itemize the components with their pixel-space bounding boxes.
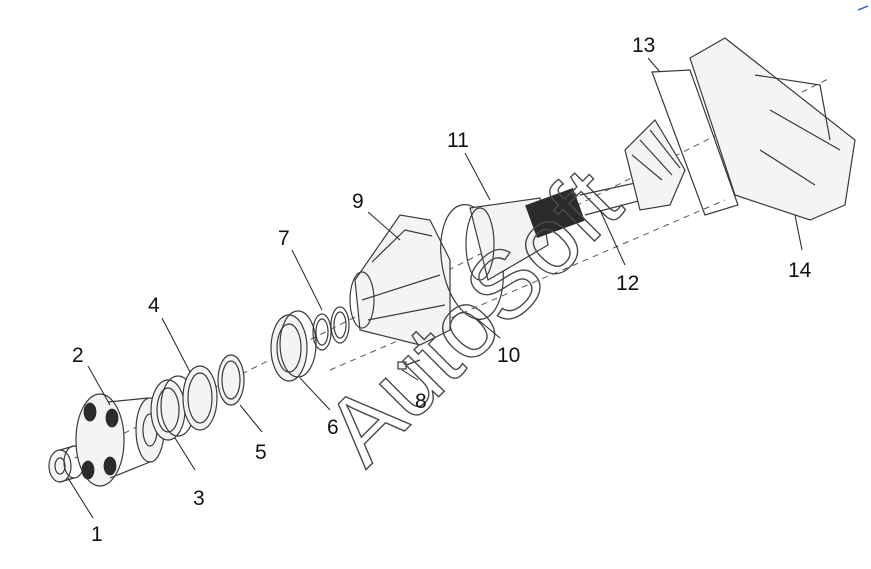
part-1-nut [48,445,85,483]
part-4-ring [182,365,218,431]
part-14-housing [689,37,856,221]
callout-12: 12 [616,272,639,295]
callout-9: 9 [352,190,364,213]
callout-5: 5 [255,441,267,464]
part-7-washers [312,306,350,351]
part-11-cylinder [465,197,549,281]
callout-11: 11 [447,129,469,152]
callout-6: 6 [327,416,339,439]
part-12-pinion [525,119,686,239]
callout-1: 1 [91,523,103,546]
bolt-axis [329,199,726,371]
callout-2: 2 [72,344,84,367]
callout-3: 3 [193,487,205,510]
callout-14: 14 [788,259,812,282]
callout-7: 7 [278,227,290,250]
callout-4: 4 [148,294,160,317]
part-6-seal [270,310,317,382]
part-9-cage [349,214,451,346]
part-8-bolt [397,359,421,370]
corner-mark [857,5,869,11]
callout-10: 10 [497,344,520,367]
callout-13: 13 [632,34,655,57]
part-5-snap-ring [217,354,245,406]
part-13-gasket [651,69,739,216]
callout-8: 8 [415,390,427,413]
